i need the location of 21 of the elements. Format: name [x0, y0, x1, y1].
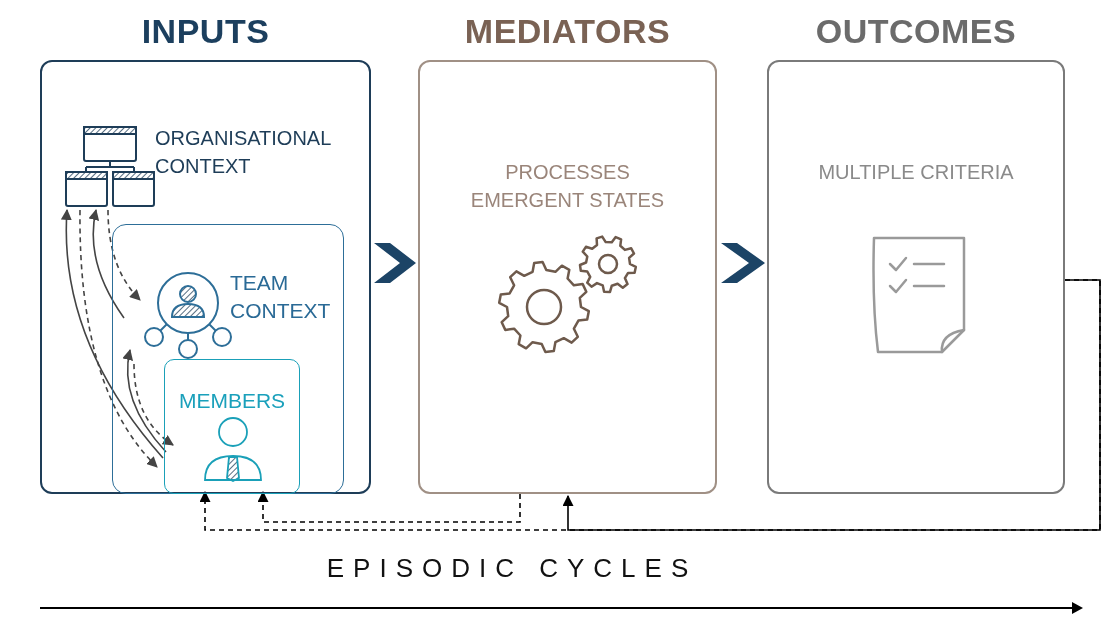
stage-description: PROCESSES EMERGENT STATES — [469, 160, 666, 213]
arrow — [133, 363, 174, 446]
arrow — [107, 209, 141, 301]
stage-heading: OUTCOMES — [815, 12, 1017, 51]
members-box — [164, 359, 300, 494]
chevron-arrow — [721, 243, 765, 283]
arrow — [88, 208, 125, 319]
stage-heading: INPUTS — [141, 12, 270, 51]
arrow — [562, 279, 1101, 531]
stage-description: MULTIPLE CRITERIA — [817, 160, 1015, 185]
arrow — [122, 348, 167, 453]
timeline-label: EPISODIC CYCLES — [325, 553, 699, 584]
node-label: TEAM CONTEXT — [230, 270, 332, 324]
team-context-box — [112, 224, 344, 494]
chevron-arrow — [374, 243, 416, 283]
arrow — [61, 208, 164, 459]
stage-heading: MEDIATORS — [464, 12, 671, 51]
node-label: ORGANISATIONAL CONTEXT — [155, 126, 332, 179]
arrow — [199, 279, 1101, 531]
arrow — [79, 209, 158, 468]
node-label: MEMBERS — [178, 388, 286, 414]
